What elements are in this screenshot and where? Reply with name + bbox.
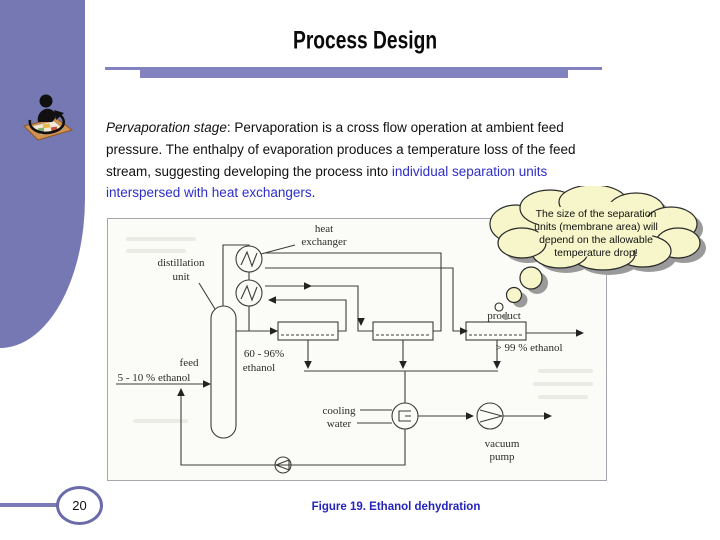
body-line-4: interspersed with heat exchangers.: [106, 185, 316, 201]
diagram-labels: heat exchanger distillation unit feed 5 …: [118, 223, 563, 463]
membrane-module-1: [277, 321, 339, 341]
svg-text:ethanol: ethanol: [243, 362, 275, 374]
figure-caption: Figure 19. Ethanol dehydration: [311, 501, 481, 513]
cloud-center: [538, 201, 654, 257]
thought-bubble: The size of the separation units (membra…: [489, 186, 706, 320]
page-number-badge: 20: [56, 486, 103, 525]
heat-exchanger-label: heat: [315, 223, 333, 235]
svg-text:> 99 % ethanol: > 99 % ethanol: [496, 342, 563, 354]
svg-text:The size of the separation: The size of the separation: [536, 208, 657, 220]
page-title: Process Design: [292, 26, 438, 55]
body-line-3: stream, suggesting developing the proces…: [106, 163, 548, 179]
flow-arrows: [177, 282, 584, 420]
distillation-column: [210, 305, 237, 439]
heat-exchanger-1: [235, 245, 263, 273]
body-line-2: pressure. The enthalpy of evaporation pr…: [106, 141, 576, 157]
intermediate-label: 60 - 96%: [244, 348, 284, 360]
svg-text:unit: unit: [172, 271, 189, 283]
feed-label: feed: [180, 357, 199, 369]
title-underline-thin: [105, 67, 602, 70]
svg-text:exchanger: exchanger: [301, 236, 347, 248]
process-flow-diagram: heat exchanger distillation unit feed 5 …: [116, 223, 593, 474]
thought-bubbles-trail: [494, 266, 543, 320]
heat-exchanger-2: [235, 279, 263, 307]
footer-line: [0, 503, 62, 507]
designer-at-desk-icon: [23, 94, 74, 141]
svg-text:units (membrane area) will: units (membrane area) will: [534, 221, 658, 233]
vacuum-pump-symbol: [476, 402, 504, 430]
callout-text: The size of the separation units (membra…: [534, 208, 658, 259]
svg-text:temperature drop!: temperature drop!: [554, 247, 637, 259]
membrane-module-2: [372, 321, 434, 341]
svg-text:pump: pump: [489, 451, 515, 463]
page-number: 20: [72, 498, 87, 513]
sidebar: [0, 0, 85, 348]
cooling-water-label: cooling: [323, 405, 356, 417]
title-underline-bar: [140, 69, 568, 78]
svg-text:5 - 10 % ethanol: 5 - 10 % ethanol: [118, 372, 191, 384]
vacuum-pump-label: vacuum: [485, 438, 520, 450]
body-paragraph: Pervaporation stage: Pervaporation is a …: [106, 117, 678, 204]
scan-artifacts: [126, 237, 593, 423]
body-line-1: Pervaporation stage: Pervaporation is a …: [106, 120, 564, 135]
distillation-unit-label: distillation: [157, 257, 205, 269]
svg-text:depend on the allowable: depend on the allowable: [539, 234, 653, 246]
svg-text:water: water: [327, 418, 352, 430]
